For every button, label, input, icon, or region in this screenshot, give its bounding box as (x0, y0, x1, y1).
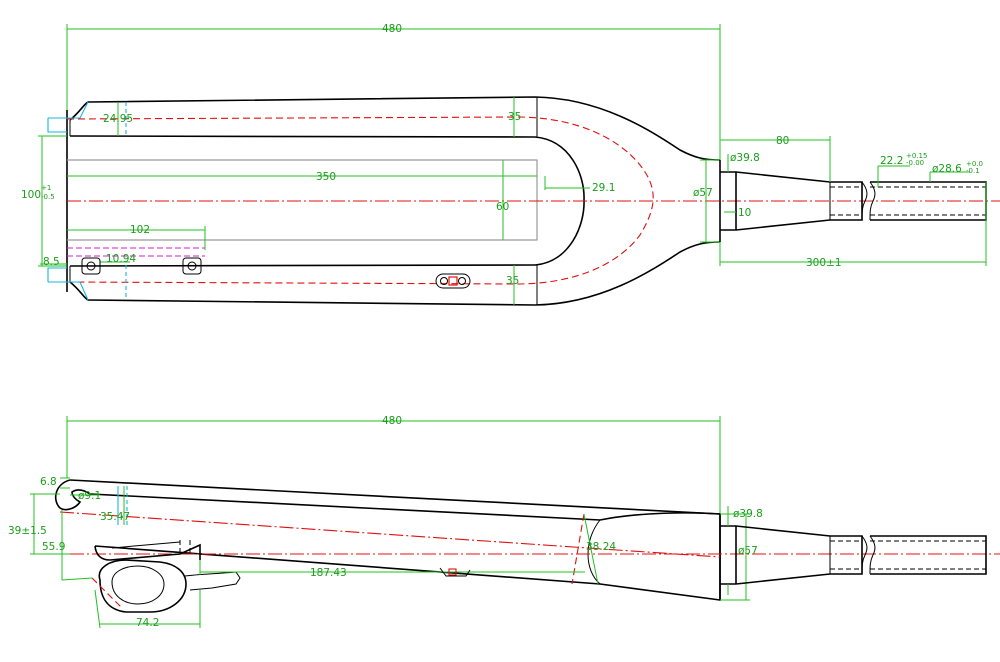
dim-steerer-lower-tol-minus: -0.1 (966, 167, 980, 175)
dim-blade-width-upper: 35 (508, 111, 521, 123)
dim-side-crown-diameter: ø57 (738, 545, 758, 557)
dim-blade-tip-width: 24.95 (103, 113, 133, 125)
mount-boss-right (182, 257, 202, 275)
dim-taper-length: 80 (776, 135, 789, 147)
dim-mount-distance: 187.43 (310, 567, 347, 579)
dim-disc-mount: 102 (130, 224, 150, 236)
dim-axle-tol-minus: -0.5 (41, 193, 55, 201)
dim-caliper-offset: 55.9 (42, 541, 65, 553)
side-view: 480 6.8 ø9.1 35.47 (8, 415, 1000, 629)
dim-steerer-upper-tol-plus: +0.15 (906, 152, 927, 160)
dim-caliper-span: 74.2 (136, 617, 159, 629)
dim-axle-span: 100 (21, 189, 41, 201)
mount-boss-left (81, 257, 101, 275)
dim-overall-length-side: 480 (382, 415, 402, 427)
dim-crown-section: 38.24 (586, 541, 616, 553)
fender-mount (435, 273, 471, 289)
dim-blade-section: 35.47 (100, 511, 130, 523)
dim-steerer-upper: 22.2 (880, 155, 903, 167)
dim-blade-width-lower: 35 (506, 275, 519, 287)
brake-caliper (98, 559, 187, 613)
upper-blade-outline (87, 96, 721, 161)
dim-dropout-height: 39±1.5 (8, 525, 47, 537)
lower-blade-outline (87, 241, 721, 306)
dim-steerer-lower-tol-plus: +0.0 (966, 160, 983, 168)
dim-crown-diameter: ø57 (693, 187, 713, 199)
dim-dropout-offset: 8.5 (43, 256, 60, 268)
dim-axle-tol-plus: +1 (41, 184, 51, 192)
dim-steerer-lower: ø28.6 (932, 163, 962, 175)
dim-dropout-hole: ø9.1 (78, 490, 101, 502)
dim-steerer-length: 300±1 (806, 257, 842, 269)
dim-crown-race: ø39.8 (730, 152, 760, 164)
dim-crown-race-height: 10 (738, 207, 751, 219)
top-view: 480 24.95 35 35 (21, 23, 1000, 306)
dim-inner-width: 60 (496, 201, 509, 213)
dim-mount-spacing: 10.94 (106, 253, 136, 265)
dim-inner-length: 350 (316, 171, 336, 183)
dim-dropout-slot: 6.8 (40, 476, 57, 488)
dim-overall-length-top: 480 (382, 23, 402, 35)
dim-tire-clearance: 29.1 (592, 182, 615, 194)
dim-steerer-upper-tol-minus: -0.00 (906, 159, 924, 167)
tire-envelope (67, 159, 538, 241)
